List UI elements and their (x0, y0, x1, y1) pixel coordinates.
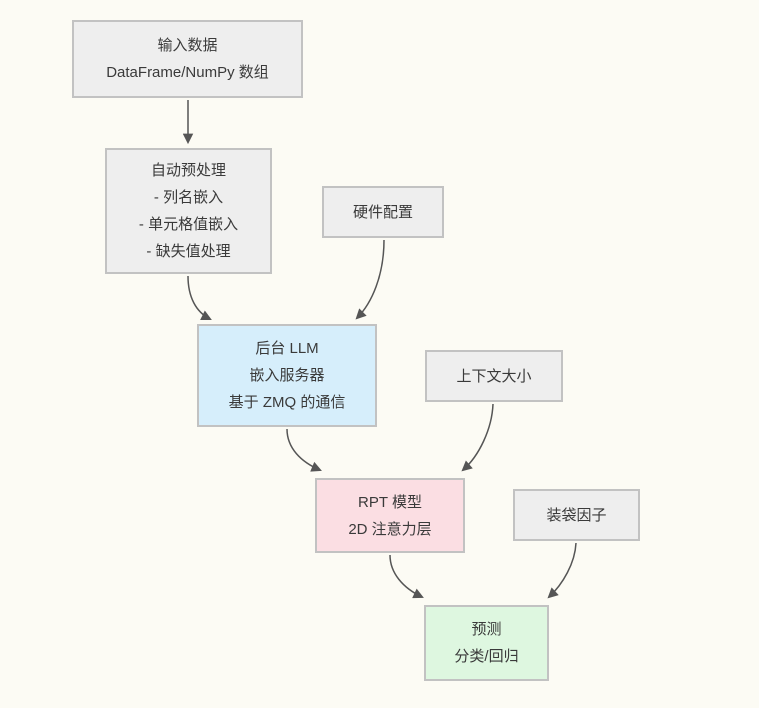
node-label: 分类/回归 (454, 648, 519, 665)
node-input-data: 输入数据 DataFrame/NumPy 数组 (72, 20, 303, 98)
node-label: 上下文大小 (456, 367, 532, 385)
edge-preprocess-to-llm (187, 275, 212, 320)
edge-llm-to-rpt (286, 428, 322, 472)
node-label: 后台 LLM (255, 340, 319, 357)
node-label: 预测 (471, 621, 502, 638)
node-label: DataFrame/NumPy 数组 (106, 64, 269, 81)
node-auto-preprocess: 自动预处理 - 列名嵌入 - 单元格值嵌入 - 缺失值处理 (105, 148, 272, 274)
node-prediction: 预测 分类/回归 (424, 605, 549, 681)
node-label: - 列名嵌入 (153, 189, 224, 206)
node-label: RPT 模型 (358, 493, 422, 511)
node-label: 装袋因子 (546, 506, 607, 524)
node-label: 2D 注意力层 (348, 520, 432, 538)
node-label: - 单元格值嵌入 (138, 216, 239, 233)
node-label: 输入数据 (157, 37, 218, 54)
node-rpt-model: RPT 模型 2D 注意力层 (315, 478, 465, 553)
node-label: 基于 ZMQ 的通信 (228, 394, 346, 411)
node-label: 嵌入服务器 (249, 367, 325, 384)
node-context-size: 上下文大小 (425, 350, 563, 402)
node-label: - 缺失值处理 (146, 243, 231, 260)
node-backend-llm: 后台 LLM 嵌入服务器 基于 ZMQ 的通信 (197, 324, 377, 427)
edge-hardware-to-llm (355, 239, 385, 320)
edge-rpt-to-prediction (389, 554, 424, 599)
edge-bagging-to-prediction (547, 542, 577, 599)
edge-context-to-rpt (461, 403, 494, 472)
node-label: 自动预处理 (150, 162, 226, 179)
node-bagging-factor: 装袋因子 (513, 489, 640, 541)
node-hardware-config: 硬件配置 (322, 186, 444, 238)
node-label: 硬件配置 (352, 203, 413, 221)
